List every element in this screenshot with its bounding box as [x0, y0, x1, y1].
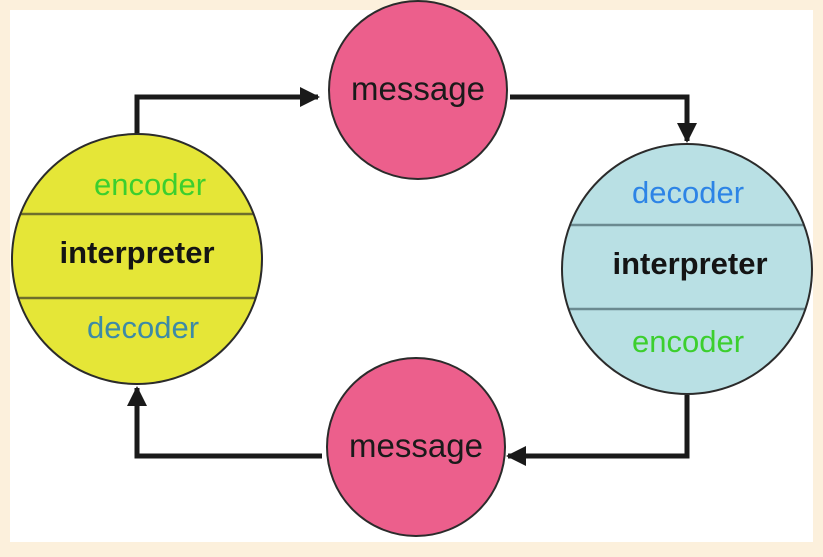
- connectors: [127, 87, 697, 466]
- sender-decoder-label: decoder: [87, 310, 199, 345]
- top-message-node: message: [328, 0, 508, 180]
- bottom-message-label: message: [349, 427, 483, 464]
- receiver-decoder-label: decoder: [632, 175, 744, 210]
- arrow-sender-to-top-message: [134, 87, 320, 134]
- arrow-receiver-to-bottom-message: [506, 395, 690, 466]
- receiver-circle: [562, 144, 812, 394]
- receiver-outline: [561, 143, 813, 395]
- receiver-encoder-label: encoder: [632, 324, 744, 359]
- sender-node: encoder interpreter decoder: [11, 133, 263, 385]
- sender-interpreter-label: interpreter: [59, 235, 214, 270]
- sender-circle: [12, 134, 262, 384]
- top-message-circle: [328, 0, 508, 180]
- receiver-interpreter-label: interpreter: [612, 246, 767, 281]
- receiver-node: decoder interpreter encoder: [561, 143, 813, 395]
- bottom-message-circle: [326, 357, 506, 537]
- sender-encoder-label: encoder: [94, 167, 206, 202]
- bottom-message-node: message: [326, 357, 506, 537]
- sender-outline: [11, 133, 263, 385]
- arrow-top-message-to-receiver: [510, 94, 697, 143]
- arrow-bottom-message-to-sender: [127, 386, 322, 459]
- top-message-label: message: [351, 70, 485, 107]
